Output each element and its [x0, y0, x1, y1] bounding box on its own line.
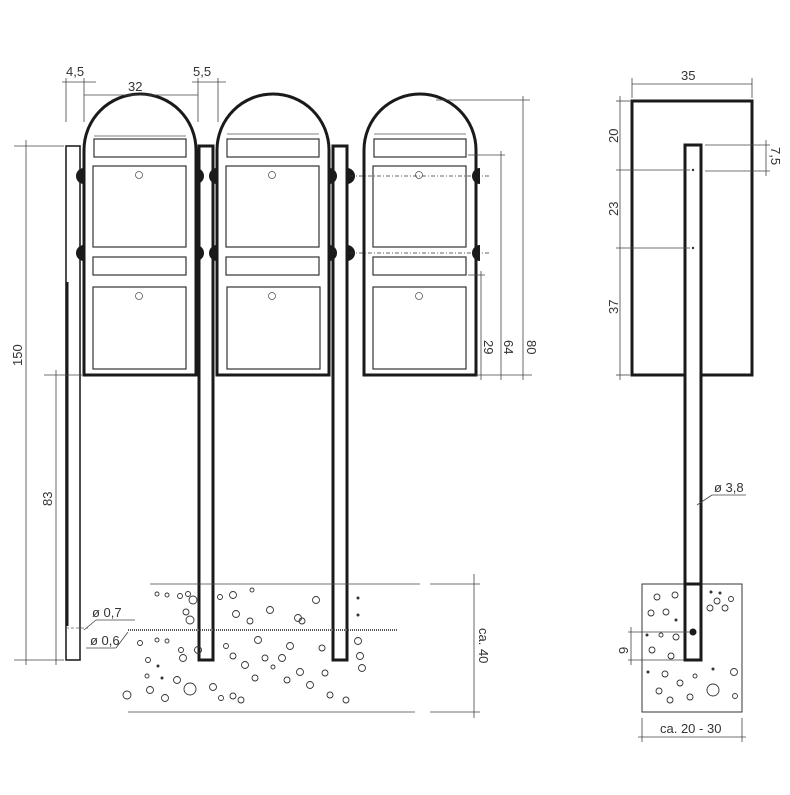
dim-box-width: 32: [128, 79, 142, 94]
side-gravel: [645, 590, 738, 704]
dim-post-gap: 5,5: [193, 64, 211, 79]
side-dimensions: [616, 78, 770, 742]
dim-post-diameter: ø 3,8: [714, 480, 744, 495]
mailbox-1: [76, 92, 205, 377]
dim-bottom-segment: 37: [606, 300, 621, 314]
dim-total-height: 150: [10, 344, 25, 366]
dim-pin-height: 9: [616, 647, 631, 654]
front-view: 4,5 32 5,5 150 83 29 64 80 ca. 40 ø 0,7 …: [10, 64, 539, 718]
pin-diameter-a: ø 0,7: [92, 605, 122, 620]
dim-foundation-width: ca. 20 - 30: [660, 721, 721, 736]
left-post: [65, 145, 88, 661]
dim-upper-bracket: 64: [501, 340, 516, 354]
dim-middle-segment: 23: [606, 202, 621, 216]
dim-lower-bracket: 29: [481, 340, 496, 354]
pin-diameter-b: ø 0,6: [90, 633, 120, 648]
dim-foundation-depth: ca. 40: [476, 628, 491, 663]
post-2: [197, 144, 215, 662]
dim-left-offset: 4,5: [66, 64, 84, 79]
dim-post-top-offset: 7,5: [768, 147, 783, 165]
dim-ground-to-box: 83: [40, 492, 55, 506]
side-view: 35 20 23 37 7,5 ø 3,8 9 ca. 20 - 30: [606, 68, 783, 742]
ground-section: [122, 583, 420, 713]
dim-top-segment: 20: [606, 129, 621, 143]
dim-box-height: 80: [524, 340, 539, 354]
post-3: [331, 144, 349, 662]
mailbox-2: [209, 92, 337, 377]
gravel-pattern: [122, 587, 366, 704]
dim-box-depth: 35: [681, 68, 695, 83]
front-dimensions: [14, 78, 532, 718]
mailbox-3: [347, 92, 490, 377]
